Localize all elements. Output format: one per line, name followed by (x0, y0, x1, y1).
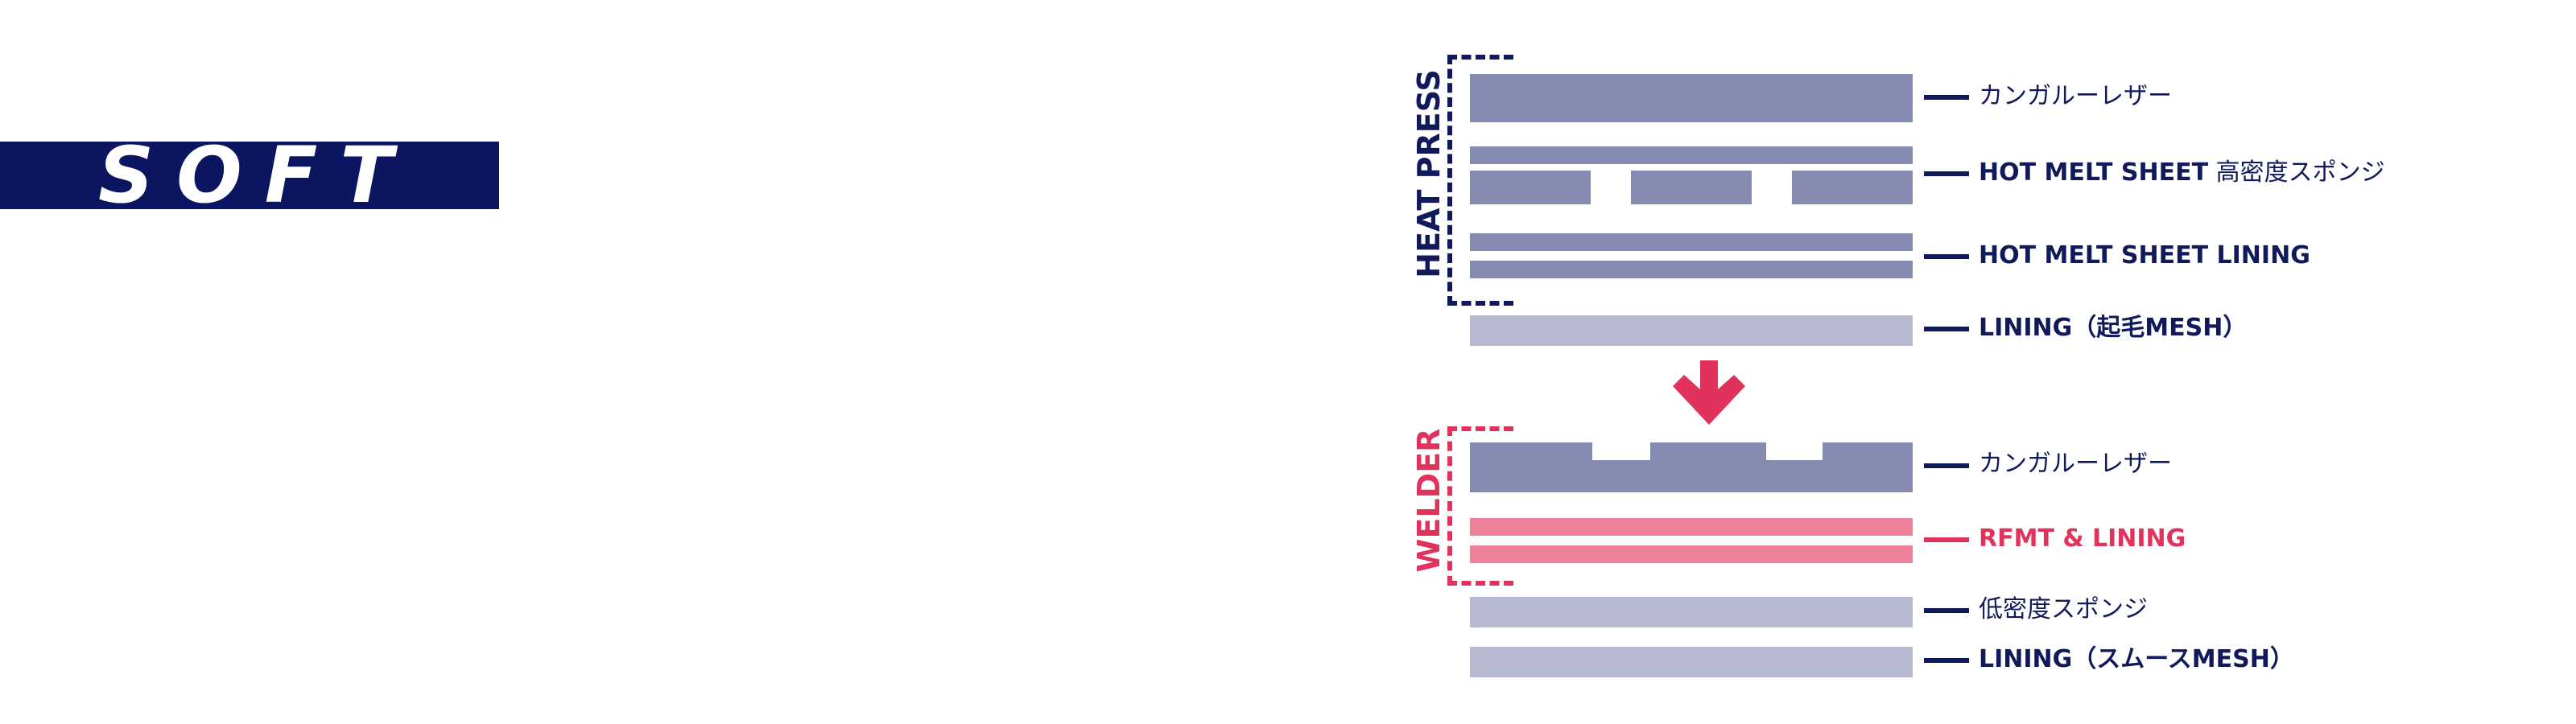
label-kangaroo-top: カンガルーレザー (1979, 82, 2172, 110)
layer-hot-melt-lining-2 (1470, 261, 1913, 278)
tick-lining-kimo (1924, 327, 1969, 331)
label-lining-kimo: LINING（起毛MESH） (1979, 314, 2248, 342)
label-lining-smooth: LINING（スムースMESH） (1979, 645, 2294, 673)
tick-kangaroo-top (1924, 95, 1969, 100)
layer-kangaroo-bottom (1470, 442, 1913, 492)
layer-sponge-block-1 (1470, 171, 1591, 204)
layer-rfmt-1 (1470, 518, 1913, 536)
layer-hot-melt-lining-1 (1470, 233, 1913, 251)
tick-low-density (1924, 608, 1969, 613)
heat-press-label: HEAT PRESS (1411, 69, 1447, 278)
layer-sponge-block-3 (1792, 171, 1913, 204)
layer-rfmt-2 (1470, 545, 1913, 563)
layer-hot-melt-sheet (1470, 146, 1913, 164)
label-kangaroo-bottom: カンガルーレザー (1979, 450, 2172, 478)
label-hot-melt-lining: HOT MELT SHEET LINING (1979, 241, 2310, 269)
title-bar: SOFT (0, 130, 499, 220)
label-hot-melt: HOT MELT SHEET 高密度スポンジ (1979, 157, 2385, 189)
label-hot-melt-rest: 高密度スポンジ (2208, 158, 2385, 187)
welder-label: WELDER (1411, 428, 1447, 573)
tick-lining-smooth (1924, 658, 1969, 663)
heat-press-bracket (1447, 55, 1513, 306)
page-title: SOFT (98, 130, 415, 220)
down-arrow-icon (1673, 360, 1745, 425)
tick-hot-melt-lining (1924, 254, 1969, 259)
tick-kangaroo-bottom (1924, 463, 1969, 468)
label-hot-melt-bold: HOT MELT SHEET (1979, 158, 2209, 187)
layer-sponge-block-2 (1631, 171, 1752, 204)
tick-hot-melt (1924, 171, 1969, 176)
welder-bracket (1447, 426, 1513, 586)
label-low-density: 低密度スポンジ (1979, 595, 2148, 623)
tick-rfmt (1924, 537, 1969, 542)
layer-low-density-sponge (1470, 597, 1913, 627)
label-rfmt: RFMT & LINING (1979, 524, 2186, 553)
layer-kangaroo-top (1470, 74, 1913, 122)
layer-lining-smooth (1470, 647, 1913, 677)
layer-lining-kimo (1470, 315, 1913, 346)
